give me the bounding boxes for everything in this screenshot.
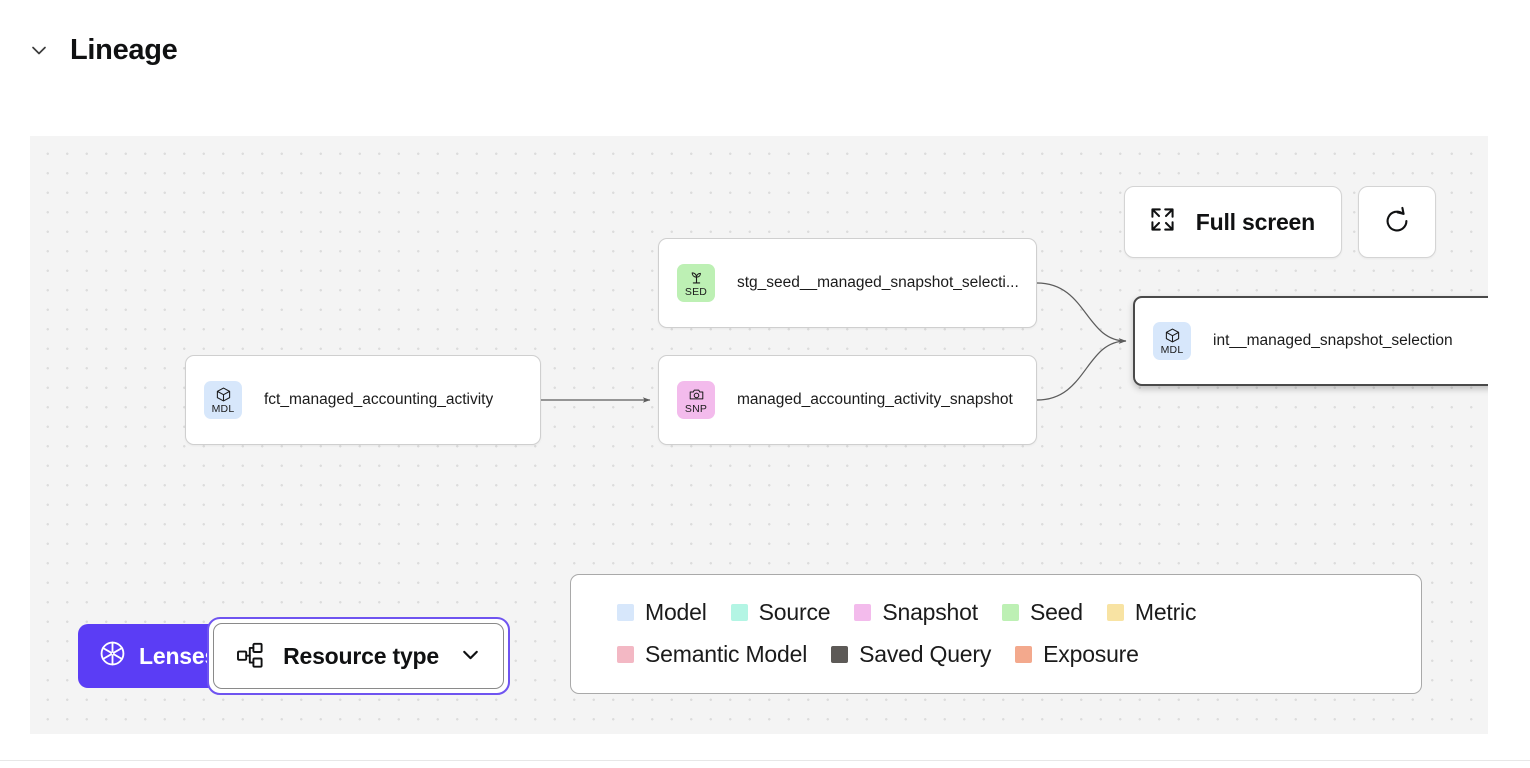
node-label: fct_managed_accounting_activity: [264, 391, 494, 408]
refresh-button[interactable]: [1358, 186, 1436, 258]
edge-snapshot-to-int: [1036, 338, 1127, 401]
legend-item-seed: Seed: [1001, 598, 1083, 626]
cube-icon: [215, 386, 232, 404]
lineage-node-seed[interactable]: SED stg_seed__managed_snapshot_selecti..…: [658, 238, 1037, 328]
lineage-node-snapshot[interactable]: SNP managed_accounting_activity_snapshot: [658, 355, 1037, 445]
legend-item-model: Model: [617, 599, 707, 626]
node-label: stg_seed__managed_snapshot_selecti...: [737, 274, 1019, 291]
node-badge-abbr: MDL: [211, 402, 235, 415]
refresh-icon: [1381, 205, 1413, 240]
legend-item-metric: Metric: [1106, 598, 1197, 626]
legend-swatch-model: [617, 603, 634, 621]
bottom-divider: [0, 760, 1530, 761]
legend-swatch-saved-query: [831, 645, 849, 663]
node-badge-abbr: SED: [684, 285, 708, 298]
page-title: Lineage: [70, 33, 178, 66]
lineage-legend: Model Source Snapshot Seed Metric S: [570, 574, 1422, 694]
legend-swatch-snapshot: [854, 603, 872, 621]
legend-label: Exposure: [1043, 640, 1139, 667]
chevron-down-icon: [28, 39, 50, 61]
legend-swatch-exposure: [1015, 645, 1033, 663]
lens-toolbar: Lenses Resource type: [78, 617, 510, 695]
legend-row-2: Semantic Model Saved Query Exposure: [571, 633, 1421, 675]
resource-type-label: Resource type: [283, 642, 439, 669]
node-badge-abbr: SNP: [684, 402, 708, 415]
aperture-icon: [98, 639, 127, 674]
legend-item-exposure: Exposure: [1015, 641, 1139, 668]
legend-label: Semantic Model: [645, 640, 808, 667]
node-badge-abbr: MDL: [1160, 343, 1184, 356]
legend-swatch-source: [730, 603, 748, 621]
chevron-down-icon: [458, 642, 483, 670]
legend-item-saved-query: Saved Query: [831, 641, 991, 668]
legend-item-source: Source: [730, 598, 831, 626]
node-badge-mdl: MDL: [204, 381, 242, 419]
legend-label: Model: [645, 598, 707, 625]
legend-swatch-semantic-model: [617, 645, 634, 663]
lineage-graph-canvas[interactable]: MDL fct_managed_accounting_activity SED …: [30, 136, 1488, 734]
lineage-section-header: Lineage: [0, 0, 1530, 100]
legend-label: Snapshot: [882, 598, 978, 625]
cube-icon: [1164, 327, 1181, 345]
node-badge-sed: SED: [677, 264, 715, 302]
expand-arrows-icon: [1147, 204, 1178, 241]
lineage-collapse-toggle[interactable]: [22, 33, 56, 67]
edge-seed-to-int: [1036, 282, 1127, 344]
lineage-node-model-selected[interactable]: MDL int__managed_snapshot_selection: [1133, 296, 1488, 386]
node-badge-snp: SNP: [677, 381, 715, 419]
fullscreen-label: Full screen: [1195, 208, 1315, 235]
node-badge-mdl: MDL: [1153, 322, 1191, 360]
legend-item-semantic-model: Semantic Model: [617, 641, 807, 668]
legend-swatch-seed: [1001, 603, 1019, 621]
hierarchy-icon: [236, 642, 264, 671]
legend-label: Metric: [1134, 598, 1197, 625]
legend-item-snapshot: Snapshot: [854, 599, 978, 626]
lineage-node-model[interactable]: MDL fct_managed_accounting_activity: [185, 355, 541, 445]
resource-type-focus-ring: Resource type: [207, 617, 510, 695]
lenses-label: Lenses: [139, 642, 218, 669]
node-label: managed_accounting_activity_snapshot: [737, 391, 1013, 408]
legend-row-1: Model Source Snapshot Seed Metric: [571, 591, 1421, 633]
sprout-icon: [688, 269, 705, 287]
legend-label: Saved Query: [859, 640, 992, 667]
fullscreen-button[interactable]: Full screen: [1123, 186, 1342, 258]
legend-swatch-metric: [1106, 603, 1124, 621]
camera-icon: [688, 386, 705, 404]
resource-type-dropdown[interactable]: Resource type: [213, 623, 504, 689]
node-label: int__managed_snapshot_selection: [1213, 332, 1453, 349]
legend-label: Source: [758, 598, 831, 625]
canvas-controls: Full screen: [1123, 186, 1436, 258]
legend-label: Seed: [1029, 598, 1083, 625]
